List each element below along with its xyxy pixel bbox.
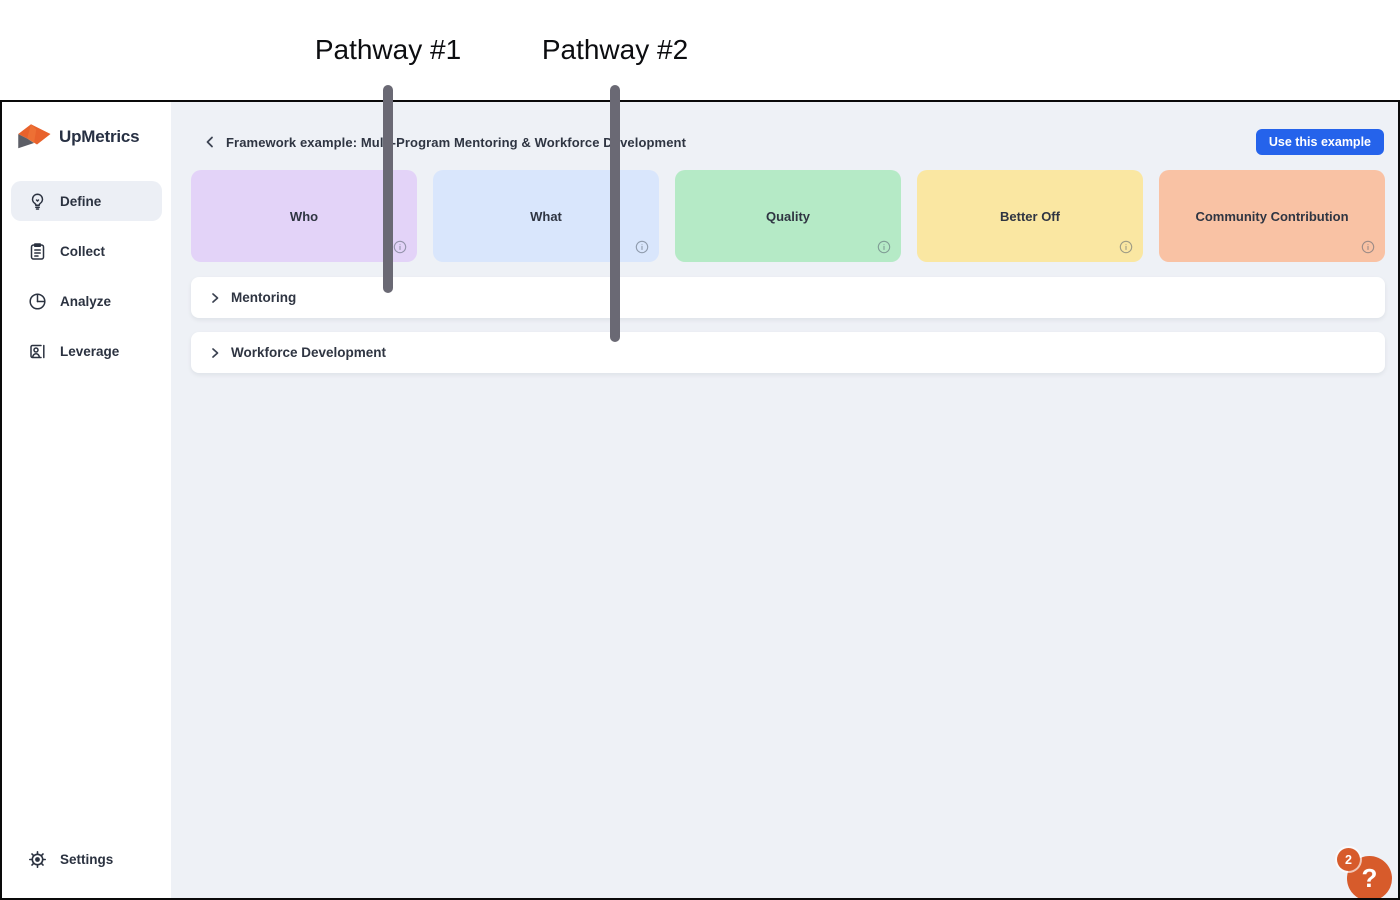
sidebar-item-label: Leverage — [60, 343, 120, 359]
info-icon[interactable] — [877, 240, 891, 254]
info-icon[interactable] — [393, 240, 407, 254]
sidebar-item-define[interactable]: Define — [11, 181, 162, 221]
main-content: Framework example: Multi-Program Mentori… — [171, 102, 1398, 898]
chevron-right-icon — [212, 347, 219, 358]
upmetrics-logo-icon — [16, 122, 52, 152]
main-header: Framework example: Multi-Program Mentori… — [171, 126, 1398, 158]
sidebar-item-leverage[interactable]: Leverage — [11, 331, 162, 371]
sidebar-item-settings[interactable]: Settings — [11, 839, 162, 879]
pathway-1-pointer-line — [383, 85, 393, 293]
clipboard-icon — [28, 242, 47, 261]
framework-card-label: Better Off — [1000, 208, 1060, 224]
help-notification-badge: 2 — [1337, 848, 1360, 871]
sidebar-item-label: Collect — [60, 243, 106, 259]
framework-card-what[interactable]: What — [433, 170, 659, 262]
sidebar-item-label: Settings — [60, 851, 114, 867]
pathway-row-mentoring[interactable]: Mentoring — [191, 277, 1385, 318]
framework-card-quality[interactable]: Quality — [675, 170, 901, 262]
info-icon[interactable] — [1119, 240, 1133, 254]
gear-icon — [28, 850, 47, 869]
sidebar-item-label: Analyze — [60, 293, 112, 309]
info-icon[interactable] — [635, 240, 649, 254]
pathway-row-label: Mentoring — [231, 290, 297, 305]
use-this-example-button[interactable]: Use this example — [1255, 129, 1384, 155]
help-button[interactable]: ? 2 — [1337, 848, 1392, 898]
app-window: UpMetrics Define — [0, 100, 1400, 900]
back-button[interactable] — [199, 131, 221, 153]
framework-card-who[interactable]: Who — [191, 170, 417, 262]
framework-card-label: Who — [289, 208, 319, 224]
upmetrics-logo-text: UpMetrics — [59, 127, 140, 146]
pathway-1-annotation: Pathway #1 — [314, 34, 462, 65]
framework-columns-row: Who What Quality — [191, 170, 1385, 262]
chevron-right-icon — [212, 292, 219, 303]
pathway-row-label: Workforce Development — [231, 345, 387, 360]
framework-card-label: Community Contribution — [1195, 208, 1349, 224]
question-mark-icon: ? — [1361, 863, 1378, 893]
sidebar-item-analyze[interactable]: Analyze — [11, 281, 162, 321]
framework-card-label: What — [530, 208, 562, 224]
person-card-icon — [28, 342, 47, 361]
info-icon[interactable] — [1361, 240, 1375, 254]
sidebar: UpMetrics Define — [2, 102, 171, 898]
sidebar-item-collect[interactable]: Collect — [11, 231, 162, 271]
pathway-2-pointer-line — [610, 85, 620, 342]
framework-card-community-contribution[interactable]: Community Contribution — [1159, 170, 1385, 262]
sidebar-item-label: Define — [60, 193, 102, 209]
chevron-left-icon — [206, 136, 213, 148]
pathway-2-annotation: Pathway #2 — [541, 34, 689, 65]
framework-card-label: Quality — [765, 208, 811, 224]
page-title: Framework example: Multi-Program Mentori… — [226, 134, 686, 150]
pathway-row-workforce-development[interactable]: Workforce Development — [191, 332, 1385, 373]
pie-chart-icon — [28, 292, 47, 311]
upmetrics-logo: UpMetrics — [2, 122, 171, 152]
lightbulb-icon — [28, 192, 47, 211]
framework-card-better-off[interactable]: Better Off — [917, 170, 1143, 262]
